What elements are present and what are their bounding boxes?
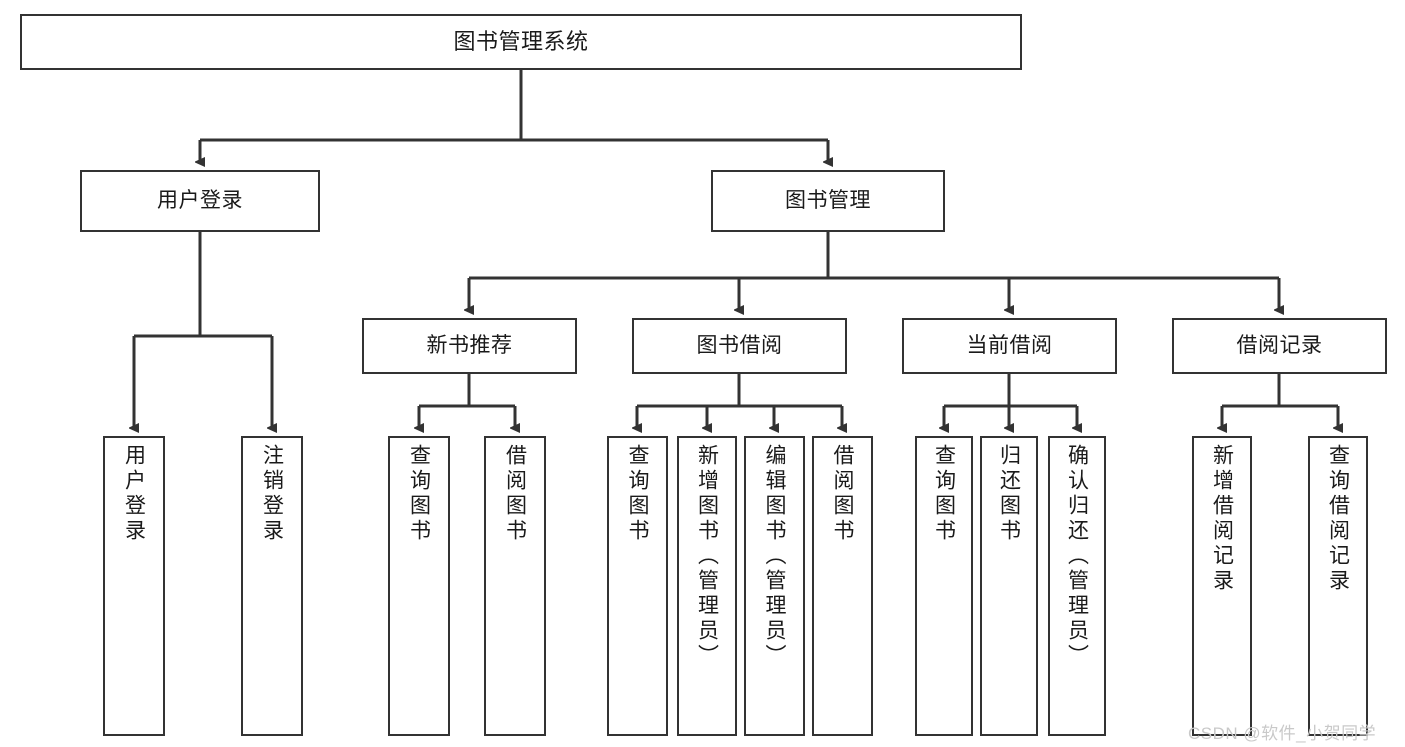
node-leaf-return-book[interactable]: 归还图书: [980, 436, 1038, 736]
node-root[interactable]: 图书管理系统: [20, 14, 1022, 70]
node-leaf-add-book-admin-label: 新增图书（管理员）: [695, 444, 719, 669]
node-leaf-borrow-book-bor-label: 借阅图书: [831, 444, 854, 544]
node-leaf-confirm-return-admin[interactable]: 确认归还（管理员）: [1048, 436, 1106, 736]
node-leaf-add-borrow-record[interactable]: 新增借阅记录: [1192, 436, 1252, 736]
node-leaf-query-book-rec-label: 查询图书: [407, 444, 431, 544]
node-leaf-query-book-bor-label: 查询图书: [626, 444, 649, 544]
node-leaf-user-login-label: 用户登录: [122, 444, 146, 544]
node-leaf-query-borrow-record[interactable]: 查询借阅记录: [1308, 436, 1368, 736]
node-leaf-add-borrow-record-label: 新增借阅记录: [1210, 444, 1234, 594]
node-leaf-query-borrow-record-label: 查询借阅记录: [1326, 444, 1350, 594]
node-leaf-user-logout[interactable]: 注销登录: [241, 436, 303, 736]
node-current-borrow[interactable]: 当前借阅: [902, 318, 1117, 374]
node-book-borrow[interactable]: 图书借阅: [632, 318, 847, 374]
node-user-login-label: 用户登录: [157, 189, 243, 213]
node-leaf-edit-book-admin[interactable]: 编辑图书（管理员）: [744, 436, 805, 736]
node-leaf-query-book-rec[interactable]: 查询图书: [388, 436, 450, 736]
node-leaf-query-book-bor[interactable]: 查询图书: [607, 436, 668, 736]
node-leaf-user-login[interactable]: 用户登录: [103, 436, 165, 736]
node-leaf-user-logout-label: 注销登录: [260, 444, 284, 544]
node-leaf-borrow-book-rec-label: 借阅图书: [503, 444, 527, 544]
node-leaf-confirm-return-admin-label: 确认归还（管理员）: [1065, 444, 1089, 669]
node-leaf-return-book-label: 归还图书: [997, 444, 1021, 544]
node-book-manage[interactable]: 图书管理: [711, 170, 945, 232]
node-current-borrow-label: 当前借阅: [966, 334, 1053, 358]
node-borrow-record-label: 借阅记录: [1236, 334, 1323, 358]
node-book-manage-label: 图书管理: [785, 189, 871, 213]
node-book-borrow-label: 图书借阅: [696, 334, 783, 358]
csdn-watermark: CSDN @软件_小贺同学: [1188, 724, 1377, 743]
node-user-login[interactable]: 用户登录: [80, 170, 320, 232]
node-new-book-recommend[interactable]: 新书推荐: [362, 318, 577, 374]
node-new-book-recommend-label: 新书推荐: [426, 334, 513, 358]
node-root-label: 图书管理系统: [453, 28, 589, 54]
node-leaf-edit-book-admin-label: 编辑图书（管理员）: [763, 444, 786, 669]
node-leaf-add-book-admin[interactable]: 新增图书（管理员）: [677, 436, 737, 736]
node-borrow-record[interactable]: 借阅记录: [1172, 318, 1387, 374]
node-leaf-borrow-book-bor[interactable]: 借阅图书: [812, 436, 873, 736]
node-leaf-query-book-cur[interactable]: 查询图书: [915, 436, 973, 736]
node-leaf-borrow-book-rec[interactable]: 借阅图书: [484, 436, 546, 736]
node-leaf-query-book-cur-label: 查询图书: [932, 444, 956, 544]
